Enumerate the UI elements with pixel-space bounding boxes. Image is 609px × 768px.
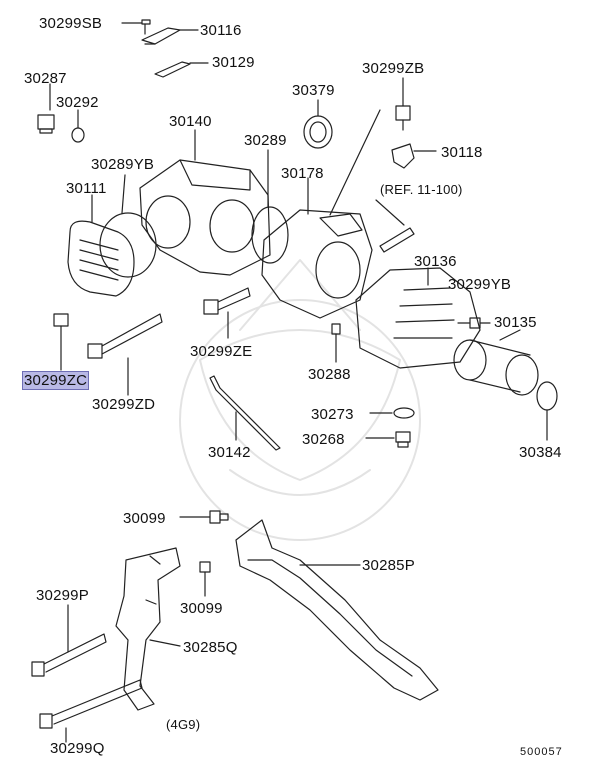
label-30299ze: 30299ZE [190,343,253,360]
label-30099-lower: 30099 [180,600,223,617]
part-30299ze-bolt [203,287,251,339]
label-ref-11-100: (REF. 11-100) [380,182,463,197]
part-ref-breather [375,199,415,253]
label-30118: 30118 [441,144,483,161]
label-30287: 30287 [24,70,67,87]
label-30136: 30136 [414,253,457,270]
part-30299q-bolt [39,679,143,743]
part-30118-plug [391,143,437,169]
label-30288: 30288 [308,366,351,383]
part-30299zb-bolt [395,77,411,131]
part-30299zd-bolt [87,313,163,396]
label-30289: 30289 [244,132,287,149]
label-30135: 30135 [494,314,537,331]
part-30289yb-gasket [99,174,157,278]
part-30285q-bracket [115,547,181,711]
label-30285p: 30285P [362,557,415,574]
label-4g9: (4G9) [166,717,201,732]
part-30384-seal [536,381,558,441]
label-30292: 30292 [56,94,99,111]
label-30099-upper: 30099 [123,510,166,527]
part-30299p-bolt [31,604,107,677]
part-30140-housing [139,129,271,276]
label-30140: 30140 [169,113,212,130]
part-30299yb-bolt [457,317,491,329]
part-30292-washer [71,109,85,143]
part-30178-housing [261,109,381,319]
label-30384: 30384 [519,444,562,461]
part-30135-sleeve [453,329,539,396]
label-30116: 30116 [200,22,242,39]
part-30136-rear-housing [355,267,481,369]
label-30289yb: 30289YB [91,156,155,173]
label-30268: 30268 [302,431,345,448]
label-30379: 30379 [292,82,335,99]
label-30299zd: 30299ZD [92,396,156,413]
label-30111: 30111 [66,180,107,197]
part-30273-oring [369,407,415,419]
part-30129-gasket [154,61,209,78]
part-30299sb-screw [121,19,151,35]
part-30287-plug [37,83,55,134]
part-30379-seal [303,99,333,149]
label-30299p: 30299P [36,587,89,604]
label-30299zc-highlighted: 30299ZC [21,371,90,390]
part-30268-plug [365,431,411,448]
part-30116-plate [141,27,199,45]
label-30142: 30142 [208,444,251,461]
diagram-code: 500057 [520,746,563,758]
label-30129: 30129 [212,54,255,71]
label-30299yb: 30299YB [448,276,512,293]
label-30285q: 30285Q [183,639,238,656]
part-30285p-bracket [235,519,439,701]
part-30289-gasket [251,149,289,264]
label-30299zb: 30299ZB [362,60,425,77]
label-30178: 30178 [281,165,324,182]
part-30288-pin [331,323,341,363]
label-30299q: 30299Q [50,740,105,757]
part-30299zc-bolt [53,313,69,371]
part-30111-cover [67,194,135,297]
label-30273: 30273 [311,406,354,423]
watermark-crest-icon [179,259,421,541]
part-30099-bolt-upper [179,510,229,524]
part-30142-band [209,375,281,451]
label-30299sb: 30299SB [39,15,103,32]
part-30099-bolt-lower [199,561,211,597]
